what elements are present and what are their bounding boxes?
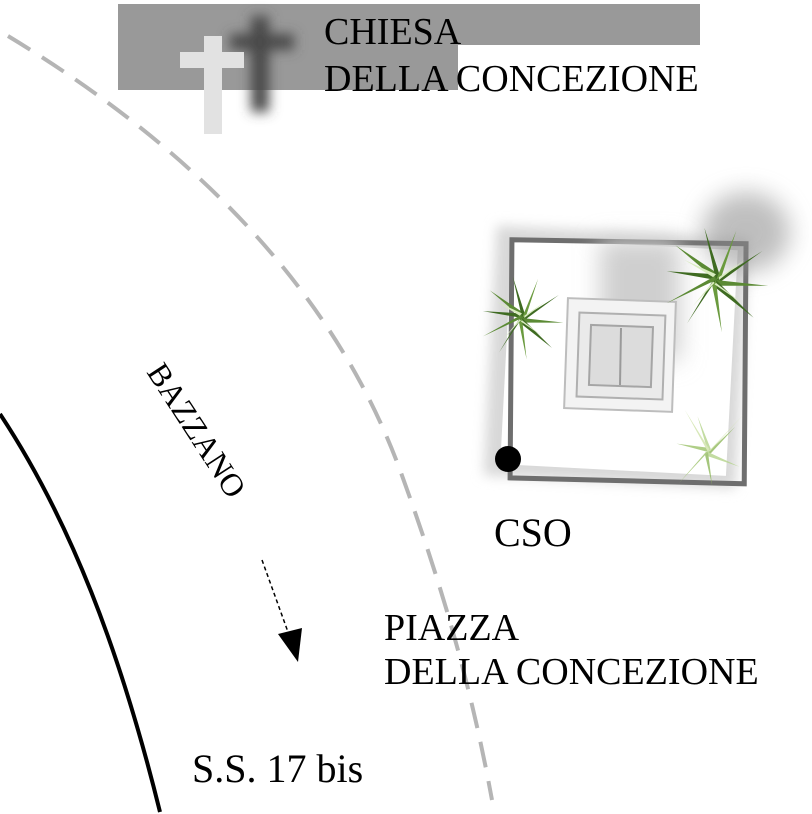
- church-label-line2: DELLA CONCEZIONE: [324, 58, 699, 100]
- road-ss17bis: [0, 412, 162, 813]
- station-dot-icon: [495, 446, 521, 472]
- cross-shadow-icon: [230, 16, 294, 112]
- square-label-line1: PIAZZA: [384, 607, 520, 649]
- cross-icon: [180, 36, 244, 134]
- direction-arrow-icon: [261, 559, 302, 662]
- highway-label: S.S. 17 bis: [192, 746, 363, 791]
- monument: [563, 297, 677, 413]
- church-label-line1: CHIESA: [324, 11, 462, 53]
- square-label-line2: DELLA CONCEZIONE: [384, 651, 759, 693]
- dashed-path: [6, 34, 494, 801]
- church-label-background: [458, 45, 736, 93]
- road-label-bazzano: BAZZANO: [140, 356, 253, 504]
- station-label: CSO: [494, 510, 572, 555]
